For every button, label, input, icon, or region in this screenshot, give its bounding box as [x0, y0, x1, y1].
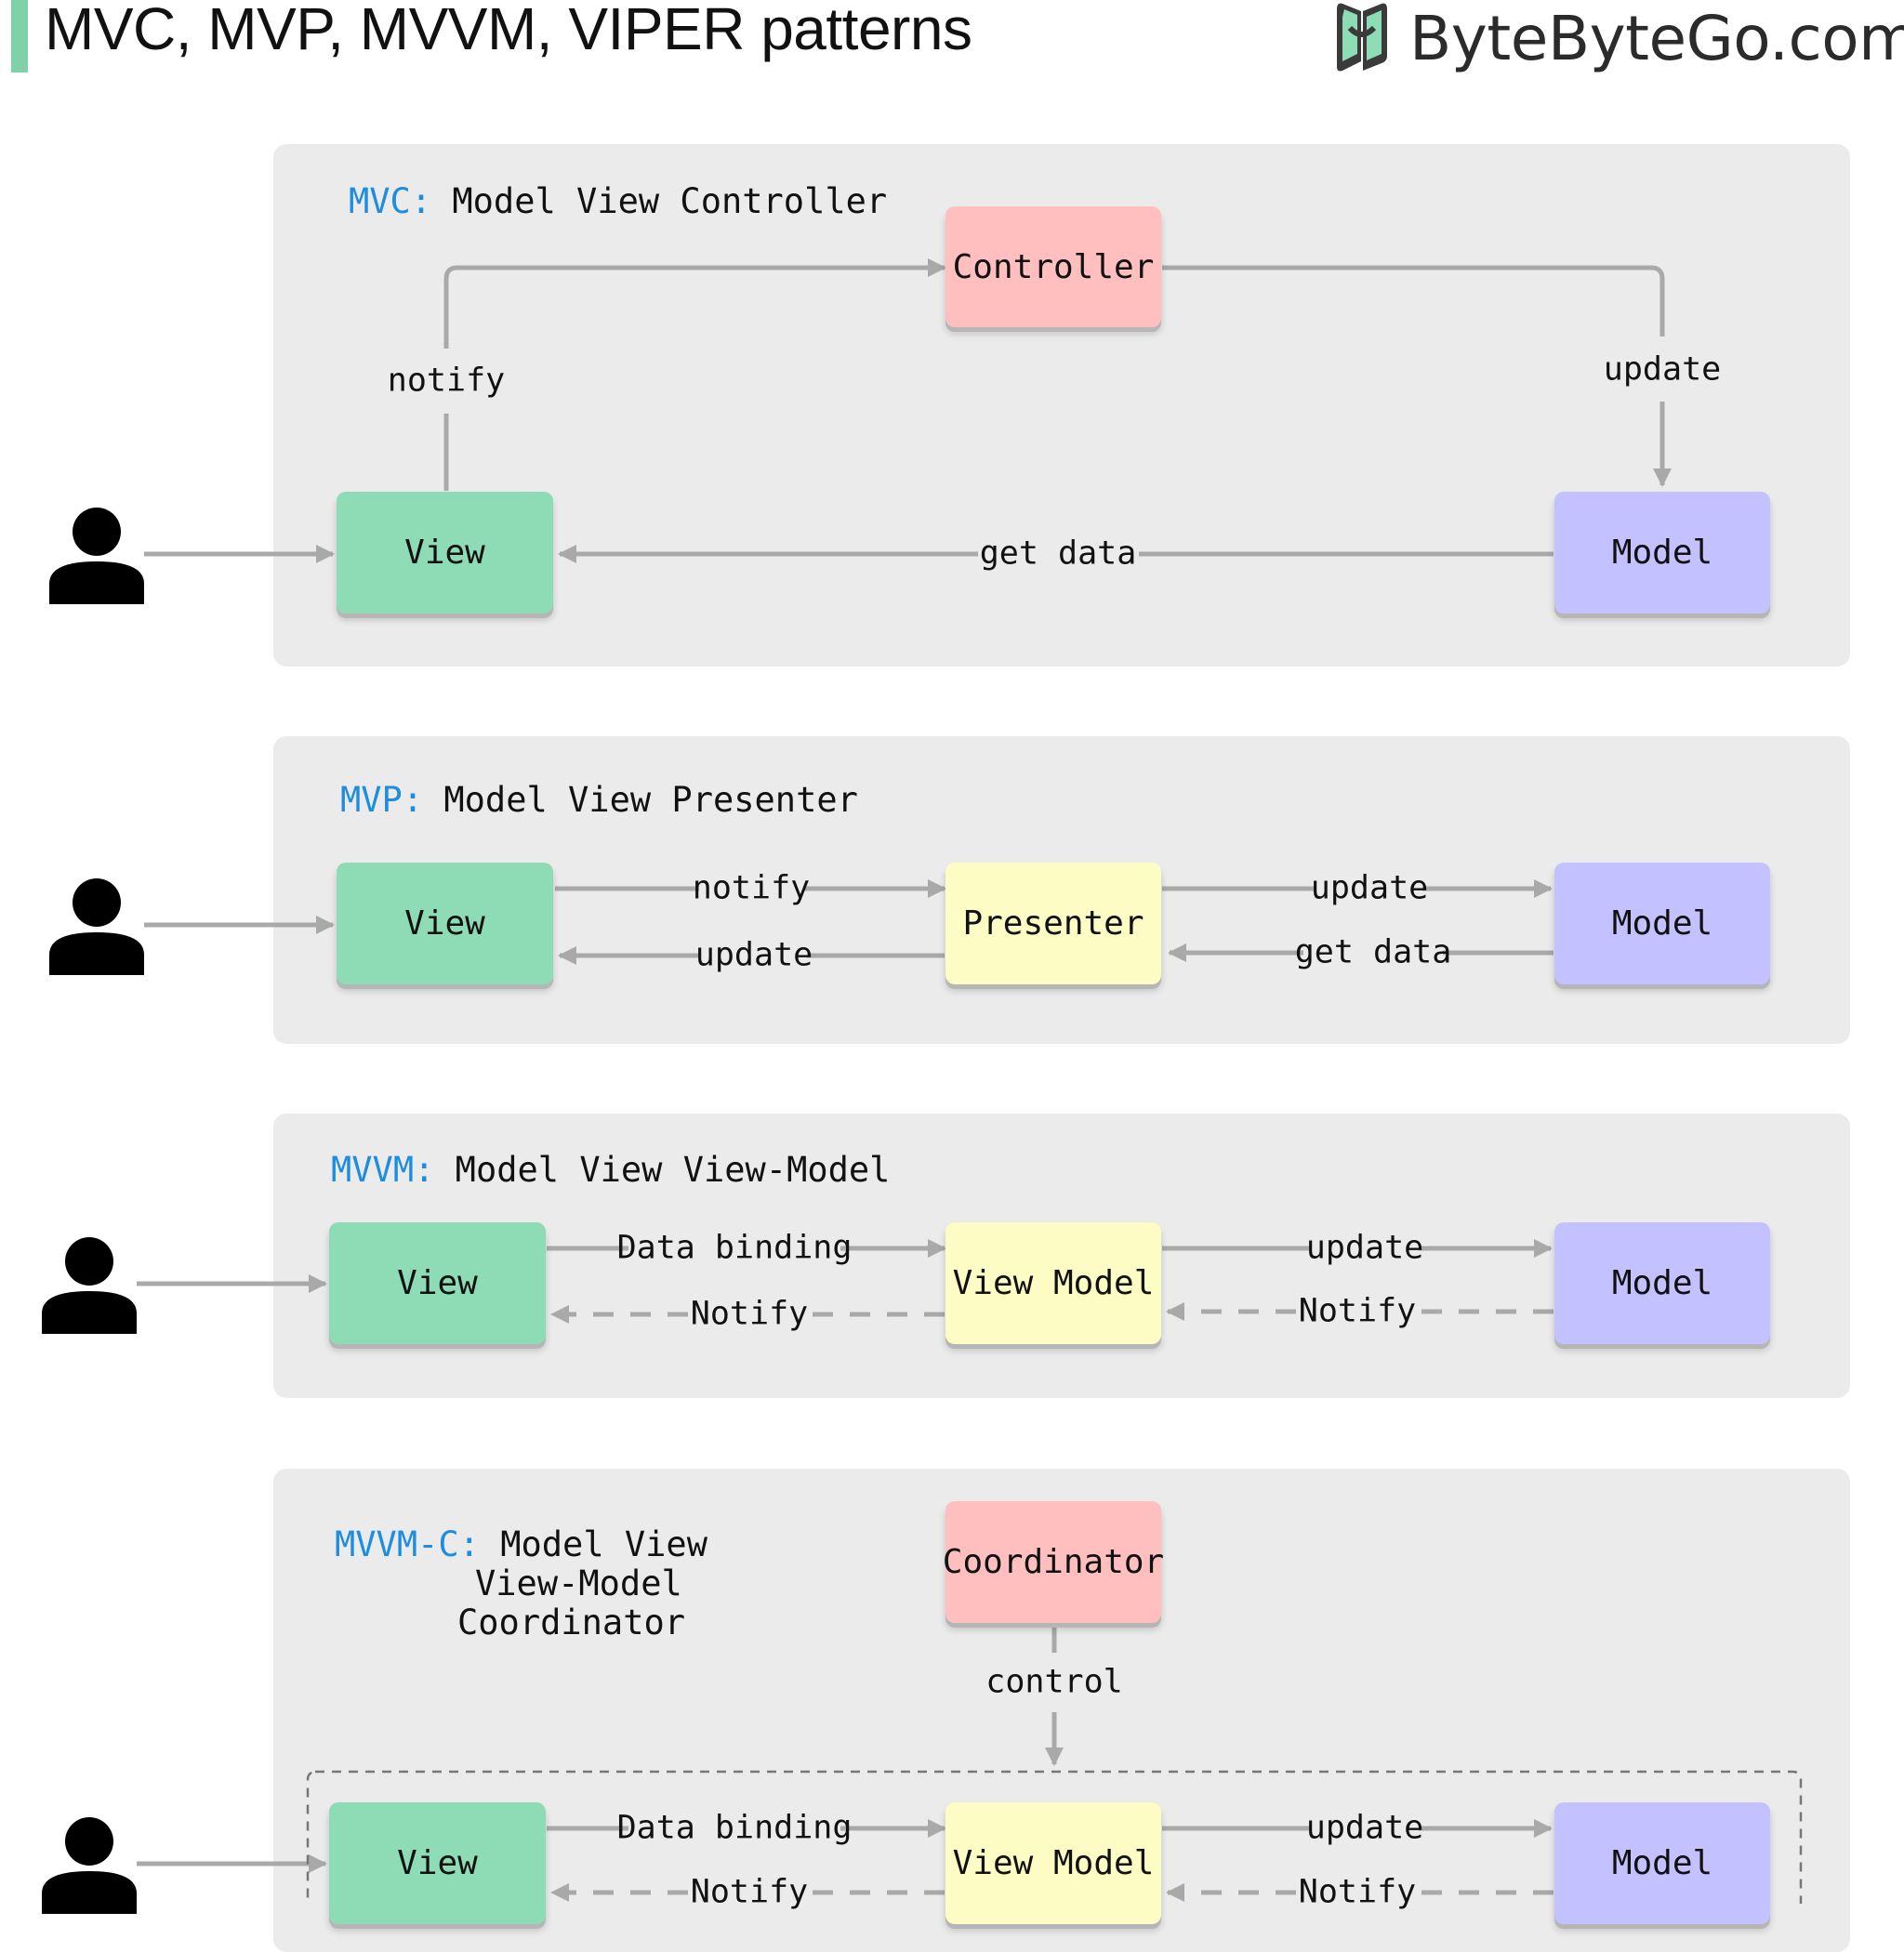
- mvvm-view-model-box: View Model: [945, 1222, 1161, 1344]
- mvp-fullname: Model View Presenter: [423, 780, 858, 820]
- title-accent-bar: [11, 0, 28, 73]
- mvvm-fullname: Model View View-Model: [434, 1150, 891, 1190]
- mvc-get-data-label: get data: [979, 534, 1137, 573]
- brand-logo: ByteByteGo.com: [1329, 0, 1904, 80]
- page-title: MVC, MVP, MVVM, VIPER patterns: [45, 0, 972, 62]
- mvp-update-right-label: update: [1310, 869, 1429, 907]
- mvvm-notify-left-label: Notify: [690, 1295, 809, 1333]
- mvvmc-view-box: View: [329, 1802, 546, 1924]
- mvc-controller-box: Controller: [945, 206, 1161, 327]
- mvvm-acronym: MVVM:: [331, 1150, 435, 1190]
- mvvm-update-label: update: [1305, 1229, 1424, 1267]
- user-icon: [49, 508, 144, 604]
- mvvmc-update-label: update: [1305, 1809, 1424, 1847]
- mvvmc-view-model-box: View Model: [945, 1802, 1161, 1924]
- mvvmc-acronym: MVVM-C:: [335, 1524, 480, 1564]
- mvvmc-notify-right-label: Notify: [1298, 1873, 1417, 1911]
- mvc-acronym: MVC:: [349, 181, 432, 221]
- mvvmc-notify-left-label: Notify: [690, 1873, 809, 1911]
- mvvmc-fullname-line2: View-Model: [475, 1563, 682, 1603]
- mvvmc-coordinator-box: Coordinator: [943, 1501, 1164, 1623]
- bytebytego-logo-icon: [1337, 3, 1387, 72]
- user-icon: [42, 1817, 137, 1914]
- mvp-model-box: Model: [1554, 863, 1770, 984]
- connector-arrows: [137, 258, 1803, 1904]
- mvvm-title: MVVM: Model View View-Model: [331, 1151, 890, 1190]
- mvp-get-data-label: get data: [1294, 933, 1452, 971]
- mvc-model-box: Model: [1554, 492, 1770, 613]
- mvvm-model-box: Model: [1554, 1222, 1770, 1344]
- mvvm-notify-right-label: Notify: [1298, 1292, 1417, 1330]
- mvp-title: MVP: Model View Presenter: [340, 781, 858, 820]
- user-icon: [49, 878, 144, 975]
- mvvmc-fullname-line1: Model View: [479, 1524, 707, 1564]
- mvc-fullname: Model View Controller: [431, 181, 888, 221]
- mvp-notify-label: notify: [692, 869, 811, 907]
- mvp-presenter-box: Presenter: [945, 863, 1161, 984]
- mvc-title: MVC: Model View Controller: [349, 182, 887, 221]
- mvvmc-fullname-line3: Coordinator: [457, 1602, 686, 1642]
- mvvm-data-binding-label: Data binding: [616, 1229, 853, 1267]
- mvvmc-data-binding-label: Data binding: [616, 1809, 853, 1847]
- mvvmc-model-box: Model: [1554, 1802, 1770, 1924]
- mvvmc-control-label: control: [985, 1663, 1123, 1701]
- mvvm-view-box: View: [329, 1222, 546, 1344]
- mvp-acronym: MVP:: [340, 780, 424, 820]
- mvc-notify-label: notify: [387, 362, 506, 400]
- brand-name: ByteByteGo.com: [1409, 2, 1904, 74]
- mvp-update-left-label: update: [694, 936, 813, 974]
- mvp-view-box: View: [337, 863, 553, 984]
- mvc-update-label: update: [1603, 350, 1722, 389]
- mvc-view-box: View: [337, 492, 553, 613]
- user-icon: [42, 1237, 137, 1334]
- mvvmc-title: MVVM-C: Model View: [335, 1525, 707, 1564]
